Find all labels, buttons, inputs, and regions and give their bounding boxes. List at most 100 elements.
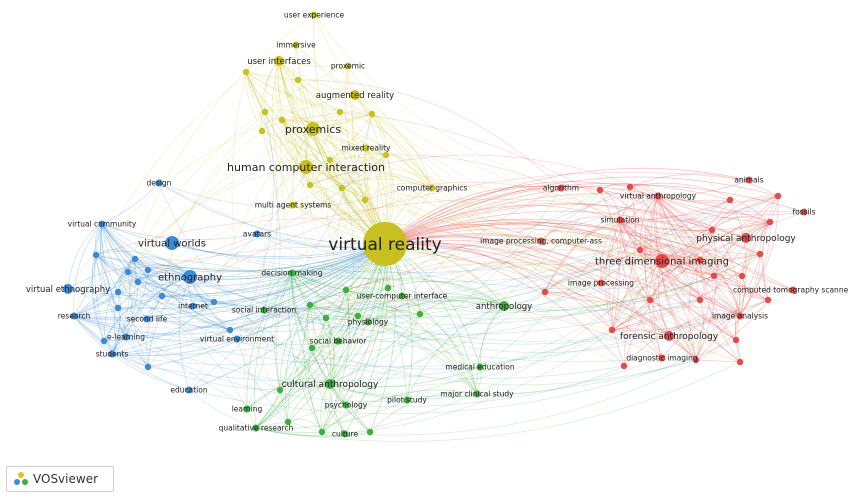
network-node[interactable] — [541, 288, 549, 296]
network-node[interactable] — [800, 208, 808, 216]
network-node[interactable] — [292, 41, 300, 49]
network-node[interactable] — [338, 184, 346, 192]
network-node[interactable] — [732, 336, 740, 344]
network-node[interactable] — [288, 269, 296, 277]
network-node[interactable] — [294, 76, 302, 84]
network-node[interactable] — [664, 331, 674, 341]
network-node[interactable] — [92, 251, 100, 259]
network-node[interactable] — [278, 116, 286, 124]
network-node[interactable] — [306, 181, 314, 189]
network-node[interactable] — [597, 279, 605, 287]
network-node[interactable] — [696, 256, 704, 264]
network-node[interactable] — [756, 250, 764, 258]
network-node[interactable] — [114, 288, 122, 296]
network-node[interactable] — [108, 350, 116, 358]
network-node[interactable] — [362, 144, 370, 152]
network-node[interactable] — [336, 108, 344, 116]
network-node[interactable] — [155, 179, 163, 187]
network-node[interactable] — [276, 386, 284, 394]
network-node[interactable] — [143, 315, 151, 323]
network-node[interactable] — [710, 272, 718, 280]
network-node[interactable] — [620, 362, 628, 370]
network-node[interactable] — [310, 11, 318, 19]
network-node[interactable] — [233, 335, 241, 343]
network-node[interactable] — [766, 218, 774, 226]
network-node[interactable] — [655, 254, 669, 268]
network-node[interactable] — [368, 110, 376, 118]
network-node[interactable] — [308, 344, 316, 352]
network-node[interactable] — [185, 386, 193, 394]
network-node[interactable] — [253, 230, 261, 238]
network-node[interactable] — [322, 314, 330, 322]
network-node[interactable] — [122, 333, 130, 341]
network-node[interactable] — [384, 284, 392, 292]
network-node[interactable] — [100, 337, 108, 345]
network-node[interactable] — [131, 255, 139, 263]
network-node[interactable] — [252, 424, 260, 432]
network-node[interactable] — [736, 312, 744, 320]
network-node[interactable] — [626, 183, 634, 191]
network-node[interactable] — [325, 379, 335, 389]
network-node[interactable] — [261, 108, 269, 116]
network-node[interactable] — [114, 304, 122, 312]
network-node[interactable] — [537, 237, 545, 245]
network-node[interactable] — [476, 363, 484, 371]
network-node[interactable] — [341, 430, 349, 438]
network-node[interactable] — [708, 226, 716, 234]
network-node[interactable] — [183, 270, 197, 284]
network-node[interactable] — [210, 298, 218, 306]
network-node[interactable] — [366, 428, 374, 436]
network-node[interactable] — [284, 418, 292, 426]
network-node[interactable] — [158, 292, 166, 300]
network-node[interactable] — [144, 266, 152, 274]
network-node[interactable] — [364, 318, 372, 326]
network-node[interactable] — [363, 222, 407, 266]
network-node[interactable] — [260, 306, 268, 314]
network-node[interactable] — [692, 356, 700, 364]
network-node[interactable] — [134, 278, 142, 286]
network-node[interactable] — [636, 246, 644, 254]
network-node[interactable] — [499, 301, 509, 311]
network-node[interactable] — [306, 301, 314, 309]
network-node[interactable] — [608, 326, 616, 334]
network-node[interactable] — [289, 201, 297, 209]
network-node[interactable] — [350, 90, 360, 100]
network-node[interactable] — [226, 326, 234, 334]
network-node[interactable] — [616, 216, 624, 224]
network-node[interactable] — [306, 122, 320, 136]
network-node[interactable] — [63, 284, 73, 294]
network-node[interactable] — [344, 62, 352, 70]
network-node[interactable] — [318, 428, 326, 436]
network-node[interactable] — [124, 268, 132, 276]
network-node[interactable] — [189, 302, 197, 310]
network-node[interactable] — [354, 312, 362, 320]
network-node[interactable] — [696, 296, 704, 304]
network-node[interactable] — [736, 358, 744, 366]
network-node[interactable] — [557, 184, 565, 192]
network-node[interactable] — [726, 196, 734, 204]
network-node[interactable] — [243, 405, 251, 413]
network-node[interactable] — [646, 296, 654, 304]
network-node[interactable] — [764, 296, 772, 304]
network-node[interactable] — [342, 286, 350, 294]
network-node[interactable] — [70, 312, 78, 320]
network-node[interactable] — [403, 396, 411, 404]
network-node[interactable] — [334, 337, 342, 345]
network-node[interactable] — [382, 151, 390, 159]
network-node[interactable] — [745, 176, 753, 184]
network-node[interactable] — [274, 56, 284, 66]
network-node[interactable] — [789, 286, 797, 294]
network-node[interactable] — [242, 68, 250, 76]
network-node[interactable] — [596, 186, 604, 194]
network-node[interactable] — [416, 310, 424, 318]
network-node[interactable] — [326, 156, 334, 164]
network-node[interactable] — [258, 127, 266, 135]
network-node[interactable] — [361, 196, 369, 204]
network-node[interactable] — [658, 354, 666, 362]
network-node[interactable] — [165, 236, 179, 250]
network-node[interactable] — [774, 192, 782, 200]
network-node[interactable] — [741, 233, 751, 243]
network-node[interactable] — [654, 192, 662, 200]
network-node[interactable] — [398, 292, 406, 300]
network-node[interactable] — [299, 160, 313, 174]
